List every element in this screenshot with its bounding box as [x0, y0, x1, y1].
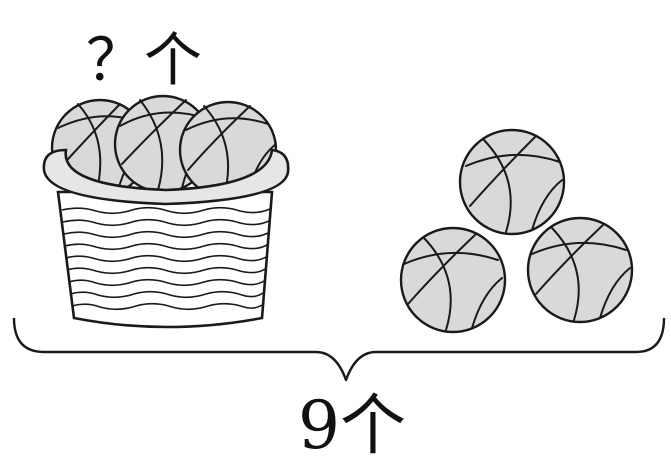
basketball-icon-top: [458, 128, 566, 236]
basketball-icon-bottom-left: [399, 226, 507, 334]
basket-rim: [42, 148, 290, 206]
unknown-count-label: ？个: [86, 26, 202, 94]
curly-brace: [12, 317, 666, 382]
basket-icon: [42, 94, 290, 329]
basketball-icon-bottom-right: [526, 216, 634, 324]
basket-weave: [61, 206, 271, 311]
total-count-label: 9个: [298, 387, 406, 464]
